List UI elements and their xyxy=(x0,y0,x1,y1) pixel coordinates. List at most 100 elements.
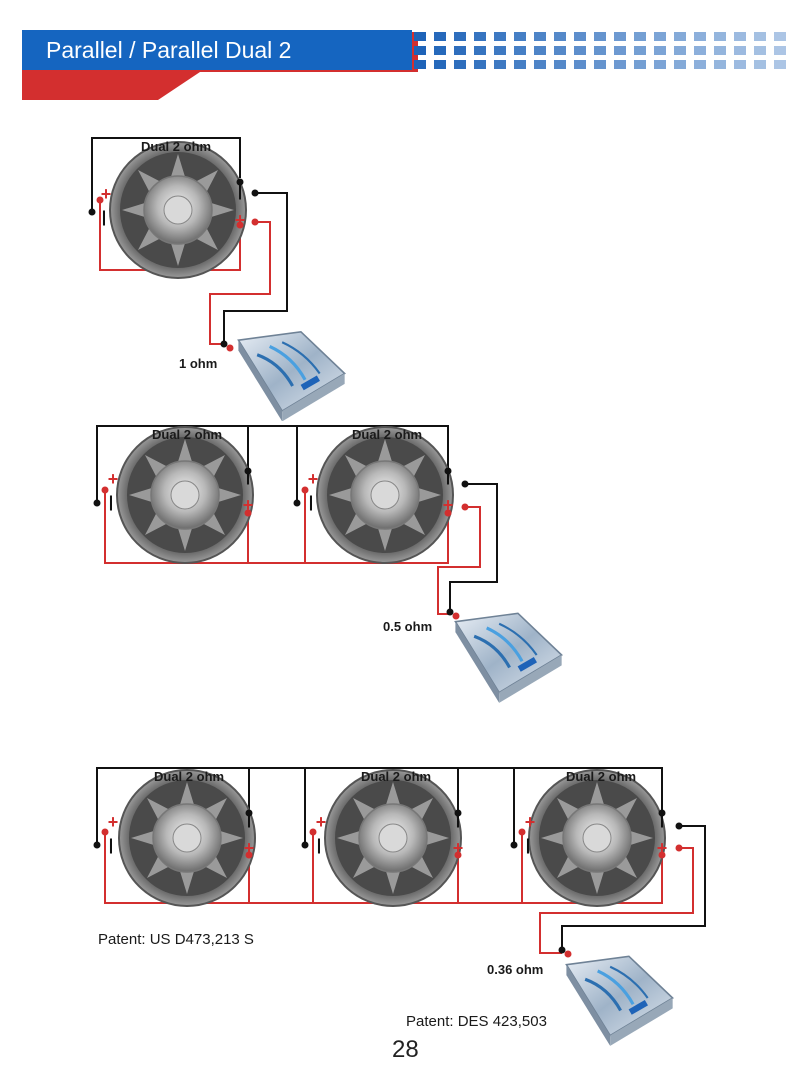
header-dot xyxy=(594,60,606,69)
header-dot xyxy=(554,46,566,55)
plus-terminal-icon: + xyxy=(316,812,327,832)
terminal-dot xyxy=(236,221,244,229)
amplifier-icon xyxy=(564,954,675,1048)
minus-terminal-icon: | xyxy=(238,183,242,200)
header-dot xyxy=(474,60,486,69)
terminal-dot xyxy=(226,344,234,352)
terminal-dot xyxy=(244,467,252,475)
plus-terminal-icon: + xyxy=(108,469,119,489)
terminal-dot xyxy=(309,828,317,836)
plus-terminal-icon: + xyxy=(243,495,254,515)
header-dot xyxy=(534,46,546,55)
negative-wire xyxy=(449,483,498,612)
amplifier-icon xyxy=(236,330,347,421)
minus-terminal-icon: | xyxy=(456,811,460,828)
subwoofer-icon xyxy=(316,426,454,564)
terminal-dot xyxy=(93,841,101,849)
header-dot xyxy=(554,32,566,41)
terminal-dot xyxy=(251,189,259,197)
minus-terminal-icon: | xyxy=(109,837,113,854)
header-dot xyxy=(714,32,726,41)
header-dot xyxy=(734,60,746,69)
header-dot xyxy=(674,60,686,69)
plus-terminal-icon: + xyxy=(525,812,536,832)
terminal-dot xyxy=(510,841,518,849)
header-dot xyxy=(514,60,526,69)
header-dot xyxy=(474,46,486,55)
header-dot xyxy=(454,46,466,55)
subwoofer-icon xyxy=(116,426,254,564)
minus-terminal-icon: | xyxy=(446,468,450,485)
header-dot xyxy=(434,46,446,55)
subwoofer-icon xyxy=(109,141,247,279)
amp-load-label-d2: 0.5 ohm xyxy=(383,619,432,634)
terminal-dot xyxy=(236,178,244,186)
terminal-dot xyxy=(245,851,253,859)
terminal-dot xyxy=(444,509,452,517)
negative-wire xyxy=(223,192,288,344)
minus-terminal-icon: | xyxy=(317,837,321,854)
terminal-dot xyxy=(301,841,309,849)
header-dot xyxy=(694,32,706,41)
minus-terminal-icon: | xyxy=(247,811,251,828)
terminal-dot xyxy=(93,499,101,507)
terminal-dot xyxy=(96,196,104,204)
terminal-dot xyxy=(461,480,469,488)
header-dot xyxy=(734,32,746,41)
header-dot xyxy=(634,46,646,55)
speaker-label-d2-2: Dual 2 ohm xyxy=(352,427,422,442)
header-dot xyxy=(614,32,626,41)
header-dot xyxy=(454,32,466,41)
header-dot xyxy=(694,60,706,69)
negative-wire xyxy=(96,767,250,845)
negative-wire xyxy=(513,767,663,845)
terminal-dot xyxy=(88,208,96,216)
negative-wire xyxy=(91,137,241,212)
header-dot xyxy=(554,60,566,69)
header-dot xyxy=(754,46,766,55)
header-dot xyxy=(754,32,766,41)
terminal-dot xyxy=(446,608,454,616)
speaker-label-d2-1: Dual 2 ohm xyxy=(152,427,222,442)
minus-terminal-icon: | xyxy=(660,811,664,828)
header-dot xyxy=(774,60,786,69)
header-dot xyxy=(494,46,506,55)
header-dot xyxy=(574,60,586,69)
header-dot xyxy=(714,60,726,69)
page-number: 28 xyxy=(392,1036,419,1063)
subwoofer-icon xyxy=(528,769,666,907)
terminal-dot xyxy=(564,950,572,958)
terminal-dot xyxy=(444,467,452,475)
subwoofer-icon xyxy=(118,769,256,907)
header-dot xyxy=(654,32,666,41)
terminal-dot xyxy=(101,828,109,836)
header-dot xyxy=(514,32,526,41)
amplifier-icon xyxy=(453,611,564,705)
plus-terminal-icon: + xyxy=(235,210,246,230)
minus-terminal-icon: | xyxy=(309,494,313,511)
header-dot xyxy=(514,46,526,55)
header-dot xyxy=(574,32,586,41)
amplifier-patent: Patent: DES 423,503 xyxy=(406,1013,547,1030)
terminal-dot xyxy=(101,486,109,494)
positive-wire xyxy=(209,221,271,345)
negative-wire xyxy=(296,425,449,503)
header-dot xyxy=(454,60,466,69)
header-dot xyxy=(714,46,726,55)
header-dot xyxy=(414,60,426,69)
header-dot xyxy=(594,32,606,41)
header-dot xyxy=(494,32,506,41)
header-dot xyxy=(734,46,746,55)
terminal-dot xyxy=(675,844,683,852)
positive-wire xyxy=(437,506,481,615)
header-dot xyxy=(574,46,586,55)
terminal-dot xyxy=(558,946,566,954)
terminal-dot xyxy=(518,828,526,836)
terminal-dot xyxy=(452,612,460,620)
header-dot xyxy=(594,46,606,55)
amp-load-label-d3: 0.36 ohm xyxy=(487,962,543,977)
header-banner xyxy=(22,30,786,100)
speaker-label-d3-1: Dual 2 ohm xyxy=(154,769,224,784)
header-dot xyxy=(434,32,446,41)
